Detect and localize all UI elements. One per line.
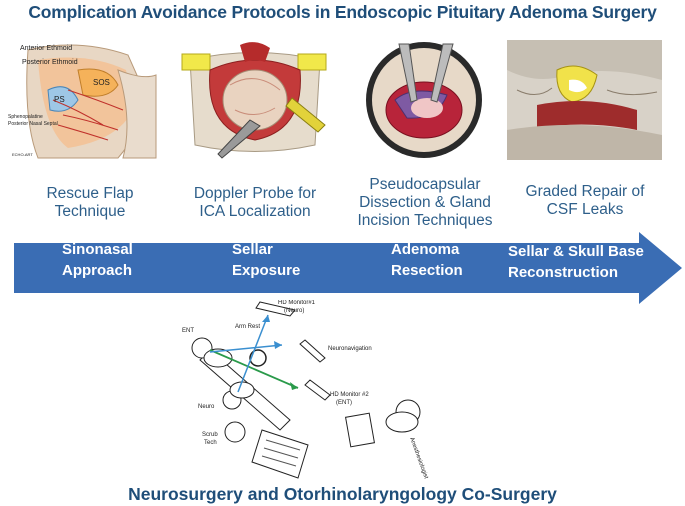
stage-skull-base-reconstruction: Sellar & Skull Base Reconstruction [508, 243, 644, 281]
anesthesiologist-label: Anesthesiologist [408, 437, 429, 480]
arm-rest-label: Arm Rest [235, 324, 260, 330]
neuro-label: Neuro [198, 404, 215, 410]
ps-label: PS [54, 95, 65, 104]
sos-label: SOS [93, 78, 110, 87]
tech-label: Tech [204, 440, 217, 446]
posterior-nasal-septal-label: Posterior Nasal Septal [8, 121, 58, 127]
monitor1-label: HD Monitor#1 [278, 300, 316, 306]
stage-adenoma-resection: Adenoma Resection [391, 241, 463, 279]
signature-mark: ECHO-ART [12, 152, 33, 157]
ent-label: ENT [182, 328, 194, 334]
technique-caption-csf-repair: Graded Repair of CSF Leaks [525, 183, 645, 218]
scrub-label: Scrub [202, 432, 218, 438]
adenoma-resection-illustration [366, 42, 482, 158]
doppler-probe-illustration [181, 42, 327, 159]
technique-caption-doppler: Doppler Probe for ICA Localization [193, 185, 317, 220]
monitor2-sub-label: (ENT) [336, 400, 352, 406]
nasal-anatomy-illustration: Anterior Ethmoid Posterior Ethmoid SOS P… [8, 40, 158, 160]
neuronavigation-label: Neuronavigation [328, 346, 372, 352]
diagram-title: Complication Avoidance Protocols in Endo… [28, 2, 657, 22]
anterior-ethmoid-label: Anterior Ethmoid [20, 45, 72, 52]
stage-sellar-exposure: Sellar Exposure [232, 241, 301, 279]
stage-arrow [14, 232, 682, 304]
posterior-ethmoid-label: Posterior Ethmoid [22, 59, 78, 66]
csf-leak-repair-illustration [507, 40, 662, 160]
stage-sinonasal-approach: Sinonasal Approach [62, 241, 133, 279]
technique-caption-rescue-flap: Rescue Flap Technique [46, 185, 134, 220]
sphenopalatine-label: Sphenopalatine [8, 114, 43, 120]
operating-room-layout: HD Monitor#1 (Neuro) Neuronavigation HD … [182, 300, 429, 480]
technique-caption-pseudocapsular: Pseudocapsular Dissection & Gland Incisi… [357, 176, 493, 229]
monitor1-sub-label: (Neuro) [284, 308, 304, 314]
monitor2-label: HD Monitor #2 [330, 392, 369, 398]
bottom-title: Neurosurgery and Otorhinolaryngology Co-… [128, 484, 557, 504]
